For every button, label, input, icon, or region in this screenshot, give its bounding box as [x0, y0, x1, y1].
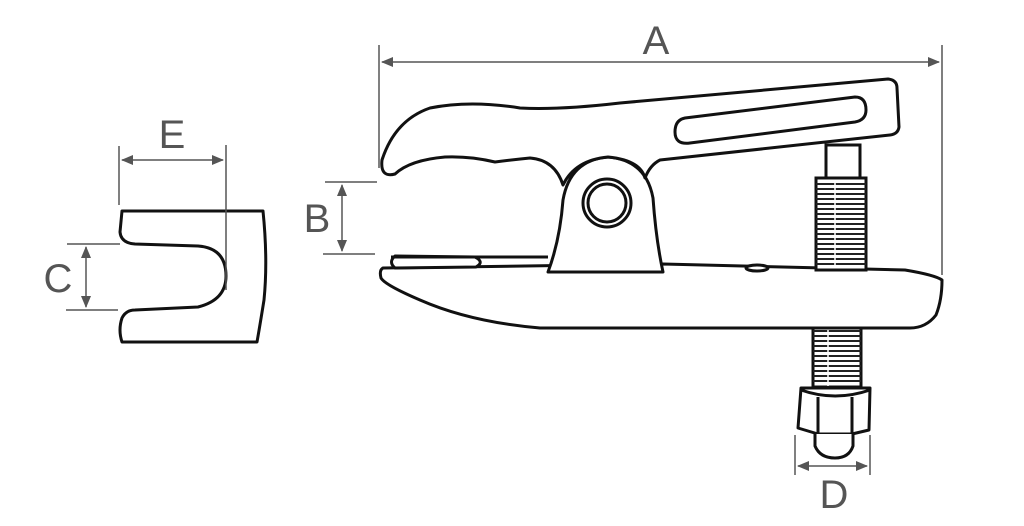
upper-lever-handle	[380, 77, 901, 187]
dimension-label-a: A	[643, 19, 670, 63]
dimension-c	[66, 243, 120, 311]
fork-insert	[118, 209, 268, 344]
screw-upper	[814, 143, 868, 272]
dimension-b	[323, 181, 377, 255]
lower-jaw-body	[378, 254, 944, 330]
screw-lower	[811, 323, 863, 389]
dimension-label-c: C	[44, 257, 73, 301]
dimension-a	[378, 45, 943, 275]
dimension-label-d: D	[820, 473, 849, 517]
dimension-label-e: E	[159, 113, 186, 157]
hex-nut	[796, 386, 872, 460]
dimension-d	[794, 435, 871, 475]
dimension-e	[118, 145, 227, 290]
dimension-label-b: B	[304, 197, 331, 241]
